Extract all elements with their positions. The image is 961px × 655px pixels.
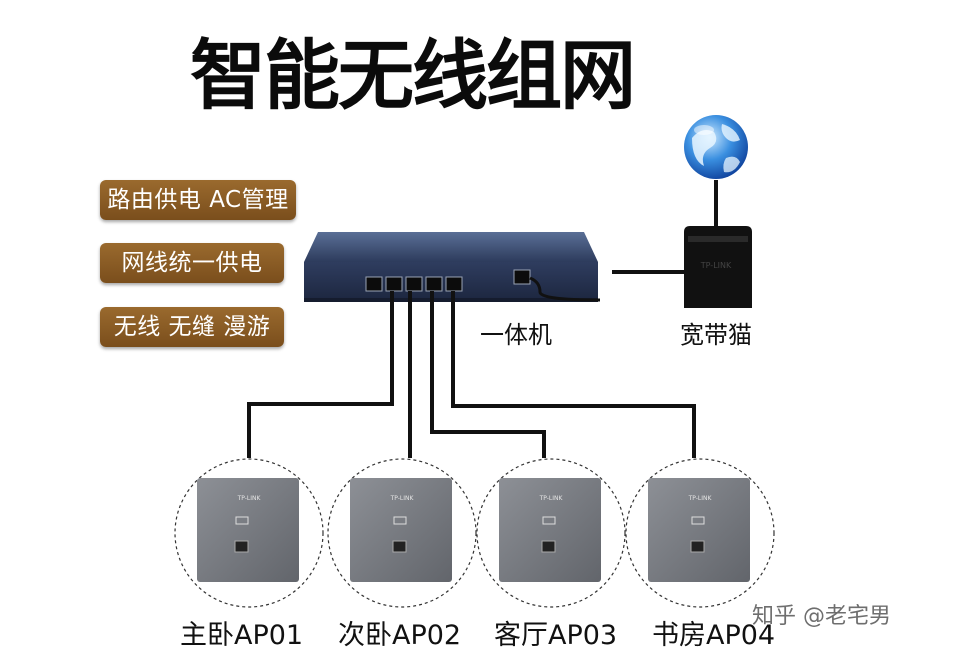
svg-text:TP-LINK: TP-LINK [539,495,564,502]
watermark: 知乎 @老宅男 [752,604,891,629]
modem-label: 宽带猫 [680,321,752,349]
ap-cables [247,291,696,458]
ap-panel-01: TP-LINK [174,458,324,608]
modem-device: TP-LINK [684,226,752,308]
ap-label-02: 次卧AP02 [338,620,462,651]
ap-panel-04: TP-LINK [625,458,775,608]
ap-label-03: 客厅AP03 [494,620,618,651]
feature-badge-roaming: 无线 无缝 漫游 [100,307,284,347]
ap-label-04: 书房AP04 [652,620,776,651]
ap-label-01: 主卧AP01 [180,620,304,651]
svg-text:TP-LINK: TP-LINK [700,261,732,270]
svg-text:TP-LINK: TP-LINK [237,495,262,502]
feature-badge-ac-management: 路由供电 AC管理 [100,180,296,220]
feature-badge-poe: 网线统一供电 [100,243,284,283]
diagram-title: 智能无线组网 [190,31,636,120]
svg-text:TP-LINK: TP-LINK [390,495,415,502]
ap-panel-02: TP-LINK [327,458,477,608]
svg-text:TP-LINK: TP-LINK [688,495,713,502]
router-label: 一体机 [480,321,552,349]
internet-globe-icon [684,115,748,179]
ap-panel-03: TP-LINK [476,458,626,608]
